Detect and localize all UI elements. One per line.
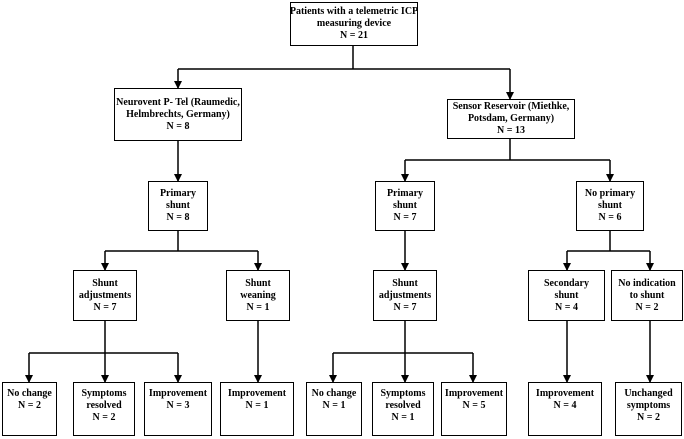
node-sensor-line-3: N = 13 [497, 125, 525, 136]
node-sensor: Sensor Reservoir (Miethke, Potsdam, Germ… [447, 99, 575, 139]
node-neurovent-line-2: Helmbrechts, Germany) [126, 108, 230, 120]
node-primary-shunt-a: Primary shunt N = 8 [148, 181, 208, 231]
node-no-indication-line-1: No indication [618, 277, 676, 289]
node-primary-shunt-b-line-3: N = 7 [393, 212, 417, 223]
node-symptoms-resolved-a-line-1: Symptoms [81, 388, 127, 399]
node-primary-shunt-b-line-1: Primary [386, 188, 424, 199]
node-improvement-a: Improvement N = 3 [144, 382, 212, 436]
node-secondary-shunt: Secondary shunt N = 4 [528, 270, 605, 321]
node-root-line-3: N = 21 [340, 30, 368, 41]
node-shunt-adjustments-a: Shunt adjustments N = 7 [73, 270, 137, 321]
node-improvement-secondary: Improvement N = 4 [528, 382, 602, 436]
node-symptoms-resolved-b: Symptoms resolved N = 1 [372, 382, 434, 436]
node-primary-shunt-a-line-2: shunt [166, 200, 190, 211]
node-shunt-adjustments-b-line-1: Shunt [392, 277, 418, 289]
node-root: Patients with a telemetric ICP measuring… [290, 2, 418, 46]
node-symptoms-resolved-a-line-3: N = 2 [92, 412, 116, 423]
node-shunt-adjustments-a-line-2: adjustments [78, 289, 132, 301]
node-root-line-1: Patients with a telemetric ICP [289, 6, 419, 17]
node-improvement-weaning-line-1: Improvement [227, 388, 287, 399]
node-symptoms-resolved-b-line-3: N = 1 [391, 412, 415, 423]
node-improvement-b-line-1: Improvement [444, 388, 504, 399]
node-improvement-weaning-line-2: N = 1 [245, 400, 269, 411]
node-sensor-line-2: Potsdam, Germany) [467, 113, 555, 124]
node-no-primary-shunt-line-3: N = 6 [598, 212, 622, 223]
node-improvement-weaning: Improvement N = 1 [220, 382, 294, 436]
node-secondary-shunt-line-2: shunt [554, 289, 579, 301]
node-sensor-line-1: Sensor Reservoir (Miethke, [452, 101, 570, 112]
node-no-change-b-line-2: N = 1 [322, 400, 346, 411]
node-shunt-adjustments-a-line-3: N = 7 [93, 301, 117, 313]
node-unchanged-symptoms-line-2: symptoms [626, 400, 671, 411]
node-improvement-a-line-1: Improvement [148, 388, 208, 399]
node-shunt-adjustments-b-line-2: adjustments [378, 289, 432, 301]
node-secondary-shunt-line-3: N = 4 [555, 301, 578, 313]
node-primary-shunt-b-line-2: shunt [393, 200, 417, 211]
node-unchanged-symptoms-line-3: N = 2 [637, 412, 660, 423]
node-no-change-b: No change N = 1 [306, 382, 362, 436]
node-improvement-secondary-line-1: Improvement [535, 388, 595, 399]
node-neurovent: Neurovent P- Tel (Raumedic, Helmbrechts,… [114, 88, 242, 141]
node-shunt-adjustments-b-line-3: N = 7 [393, 301, 417, 313]
node-neurovent-line-1: Neurovent P- Tel (Raumedic, [116, 96, 240, 108]
node-improvement-b-line-2: N = 5 [462, 400, 486, 411]
node-improvement-secondary-line-2: N = 4 [553, 400, 577, 411]
node-symptoms-resolved-a: Symptoms resolved N = 2 [73, 382, 135, 436]
node-symptoms-resolved-b-line-2: resolved [385, 400, 421, 411]
node-primary-shunt-b: Primary shunt N = 7 [375, 181, 435, 231]
node-shunt-weaning-line-3: N = 1 [246, 301, 270, 313]
node-no-change-a-line-2: N = 2 [18, 400, 41, 411]
node-unchanged-symptoms-line-1: Unchanged [624, 388, 673, 399]
node-primary-shunt-a-line-1: Primary [159, 188, 197, 199]
node-symptoms-resolved-a-line-2: resolved [86, 400, 122, 411]
node-improvement-a-line-2: N = 3 [166, 400, 190, 411]
node-no-indication: No indication to shunt N = 2 [611, 270, 683, 321]
node-symptoms-resolved-b-line-1: Symptoms [380, 388, 426, 399]
node-no-primary-shunt-line-1: No primary [584, 188, 636, 199]
node-no-change-a-line-1: No change [7, 388, 52, 399]
node-secondary-shunt-line-1: Secondary [544, 277, 589, 289]
node-shunt-weaning-line-2: weaning [240, 289, 276, 301]
node-no-primary-shunt: No primary shunt N = 6 [576, 181, 644, 231]
node-no-change-a: No change N = 2 [2, 382, 57, 436]
node-shunt-adjustments-a-line-1: Shunt [92, 277, 118, 289]
node-primary-shunt-a-line-3: N = 8 [166, 212, 190, 223]
node-no-primary-shunt-line-2: shunt [598, 200, 622, 211]
node-improvement-b: Improvement N = 5 [441, 382, 507, 436]
node-no-indication-line-2: to shunt [629, 289, 665, 301]
node-root-line-2: measuring device [316, 18, 392, 29]
node-unchanged-symptoms: Unchanged symptoms N = 2 [615, 382, 682, 436]
node-shunt-weaning: Shunt weaning N = 1 [226, 270, 290, 321]
node-neurovent-line-3: N = 8 [166, 120, 190, 132]
node-shunt-weaning-line-1: Shunt [245, 277, 271, 289]
node-no-change-b-line-1: No change [311, 388, 357, 399]
node-no-indication-line-3: N = 2 [635, 301, 659, 313]
node-shunt-adjustments-b: Shunt adjustments N = 7 [373, 270, 437, 321]
